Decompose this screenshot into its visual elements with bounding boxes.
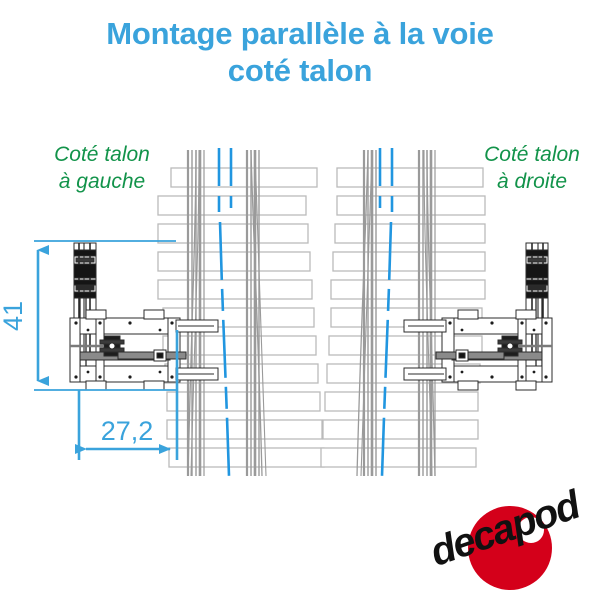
tie-bar-link-right — [403, 319, 505, 381]
centerlines-right — [378, 148, 394, 477]
caption-right-heel-side: Coté talon à droite — [484, 143, 580, 193]
brand-logo: decapod — [425, 483, 596, 596]
point-motor-assembly-right — [403, 242, 553, 391]
rails-right-outer — [356, 149, 377, 477]
tie-bar-link-left — [117, 319, 219, 381]
point-motor-assembly-left — [69, 242, 219, 391]
bolts-right — [448, 321, 548, 379]
page-title-line-1: Montage parallèle à la voie — [106, 16, 494, 51]
rails-left-outer — [245, 149, 267, 477]
logo-mark — [468, 506, 552, 590]
sleepers-left — [157, 167, 325, 468]
centerlines-left — [217, 148, 233, 477]
dimension-label-horizontal: 27,2 — [101, 416, 154, 446]
gear-detail-left — [70, 335, 125, 357]
dimension-vertical-41 — [34, 240, 176, 391]
caption-left-heel-side: Coté talon à gauche — [54, 143, 150, 193]
dimension-horizontal-272 — [75, 330, 179, 460]
mount-lugs-right — [457, 309, 537, 391]
rails-right — [417, 149, 436, 477]
brand-logo-text: decapod — [424, 483, 585, 575]
page-title: Montage parallèle à la voie coté talon — [0, 16, 600, 89]
rails-left — [186, 149, 205, 477]
gear-detail-right — [497, 335, 552, 357]
page-title-line-2: coté talon — [227, 52, 373, 88]
bolts-left — [74, 321, 174, 379]
dimension-label-vertical: 41 — [0, 301, 28, 331]
track-left — [157, 148, 325, 477]
